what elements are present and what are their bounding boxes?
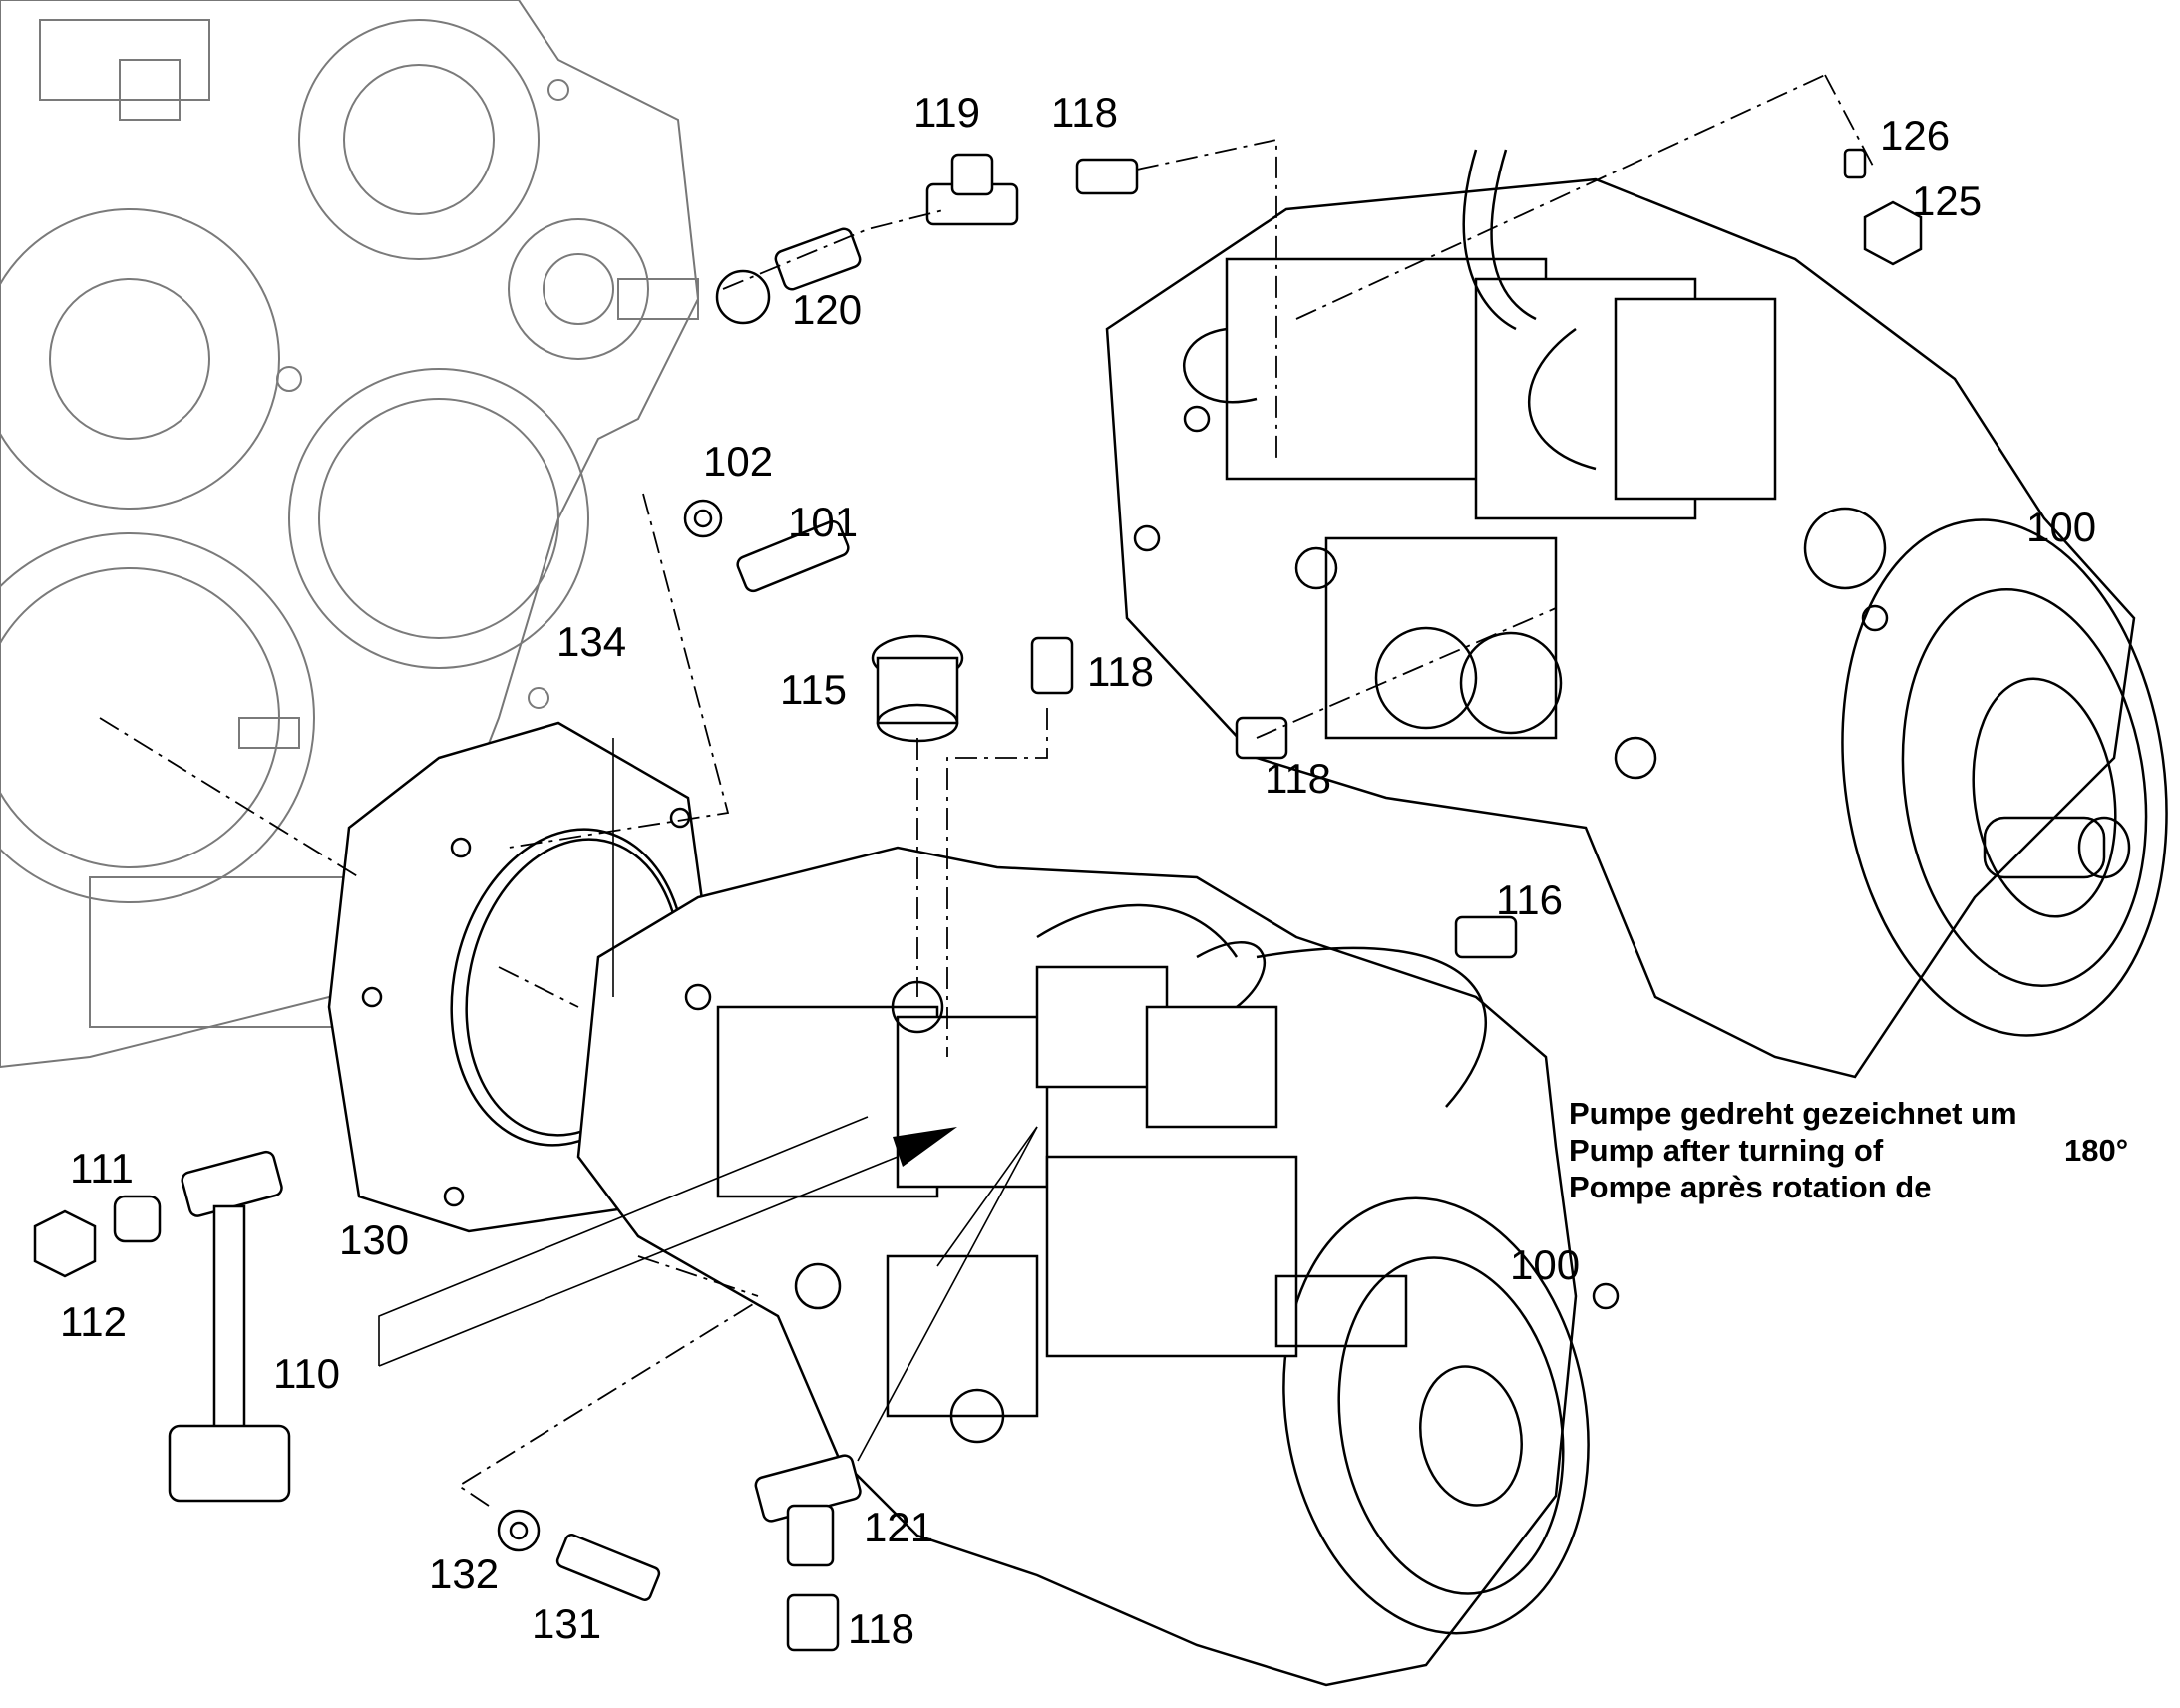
pump-100-upper <box>1105 149 2168 1079</box>
callout-134: 134 <box>556 618 626 665</box>
callout-101: 101 <box>788 499 858 545</box>
callout-130: 130 <box>339 1216 409 1263</box>
callout-120: 120 <box>792 286 862 333</box>
callout-125: 125 <box>1912 177 1982 224</box>
callout-labels: 119 118 120 126 125 102 101 100 134 115 … <box>60 89 2096 1652</box>
gearbox-housing <box>0 0 700 1069</box>
pump-100-lower <box>576 846 1620 1687</box>
callout-115: 115 <box>780 666 847 713</box>
callout-100-bottom: 100 <box>1510 1241 1580 1288</box>
callout-126: 126 <box>1880 112 1950 159</box>
callout-118-top: 118 <box>1051 89 1118 136</box>
leader-lines <box>99 74 1876 1507</box>
rotation-note: Pumpe gedreht gezeichnet um Pump after t… <box>1569 1096 2128 1204</box>
callout-118-mid: 118 <box>1087 648 1154 695</box>
callout-100-top: 100 <box>2026 504 2096 550</box>
callout-118-bottom: 118 <box>848 1605 914 1652</box>
note-line-de: Pumpe gedreht gezeichnet um <box>1569 1096 2017 1131</box>
callout-111: 111 <box>70 1145 134 1192</box>
callout-118-right: 118 <box>1265 755 1331 802</box>
callout-121: 121 <box>864 1504 933 1550</box>
note-line-en: Pump after turning of <box>1569 1133 1884 1168</box>
callout-131: 131 <box>532 1600 601 1647</box>
callout-116: 116 <box>1496 876 1563 923</box>
fittings-small-parts <box>33 148 1923 1652</box>
note-line-fr: Pompe après rotation de <box>1569 1170 1931 1204</box>
callout-102: 102 <box>703 438 773 485</box>
callout-110: 110 <box>273 1350 340 1397</box>
note-angle: 180° <box>2064 1133 2128 1168</box>
callout-132: 132 <box>429 1550 499 1597</box>
callout-112: 112 <box>60 1298 127 1345</box>
callout-119: 119 <box>913 89 980 136</box>
